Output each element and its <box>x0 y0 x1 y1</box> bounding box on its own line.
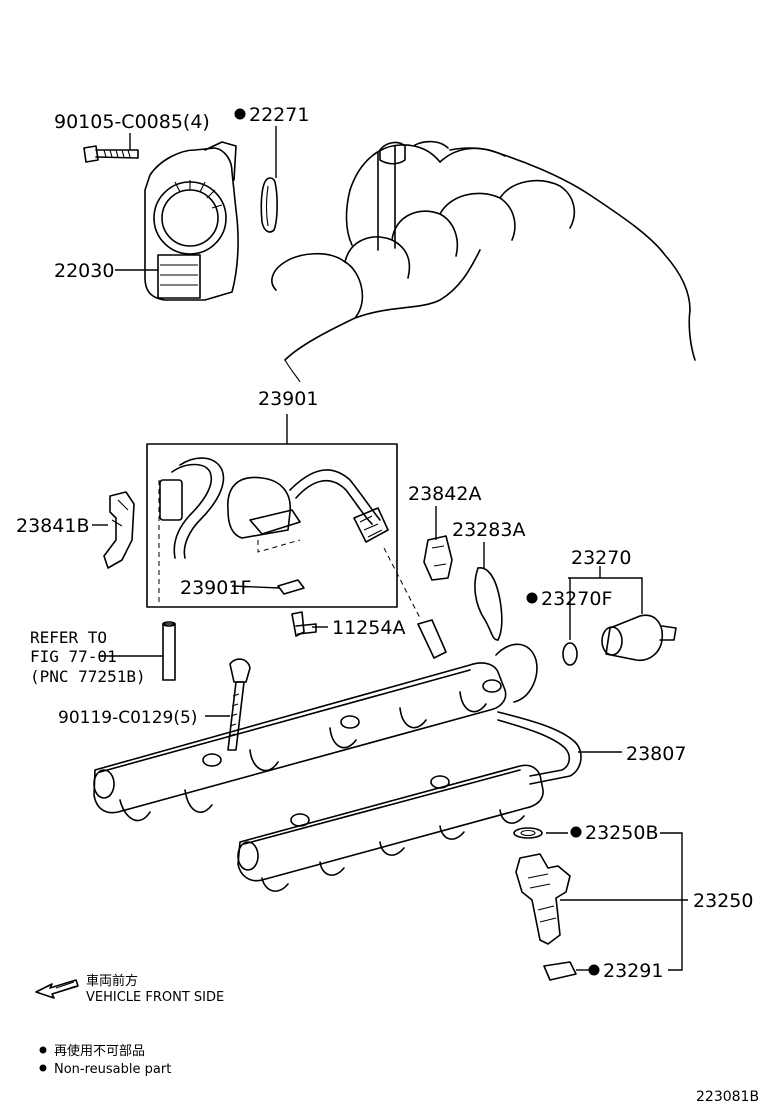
fuel-pipe <box>497 711 582 785</box>
wire-clip-23283a <box>474 567 503 641</box>
non-reusable-dot <box>570 826 582 838</box>
non-reusable-dot <box>526 592 538 604</box>
leader-lines <box>92 126 688 971</box>
legend-jp: 再使用不可部品 <box>54 1043 145 1059</box>
clamp-23842a <box>423 535 453 581</box>
throttle-gasket <box>260 177 278 233</box>
refer-line-3: (PNC 77251B) <box>30 667 146 686</box>
callout-23250b: 23250B <box>585 822 658 844</box>
legend-dot-icon <box>39 1064 47 1072</box>
callout-23842a: 23842A <box>408 483 481 505</box>
fuel-rail-lower <box>237 764 544 892</box>
callout-90119-c0129: 90119-C0129(5) <box>58 708 197 728</box>
callout-23270: 23270 <box>571 547 631 569</box>
rail-bolt <box>227 658 251 751</box>
callout-23841b: 23841B <box>16 515 89 537</box>
callout-22030: 22030 <box>54 260 114 282</box>
callout-22271: 22271 <box>249 104 309 126</box>
direction-jp: 車両前方 <box>86 973 138 989</box>
throttle-body <box>144 141 239 301</box>
non-reusable-dot <box>588 964 600 976</box>
union-bolt <box>291 611 317 637</box>
non-reusable-dot <box>234 108 246 120</box>
pulsation-damper <box>562 614 677 666</box>
callout-23250: 23250 <box>693 890 753 912</box>
throttle-bolt <box>83 145 139 163</box>
refer-line-1: REFER TO <box>30 628 107 647</box>
callout-90105-c0085: 90105-C0085(4) <box>54 111 210 133</box>
bracket-23841b <box>103 491 135 569</box>
direction-en: VEHICLE FRONT SIDE <box>86 990 224 1005</box>
callout-23291: 23291 <box>603 960 663 982</box>
legend-en: Non-reusable part <box>54 1062 171 1077</box>
callout-11254a: 11254A <box>332 617 405 639</box>
legend-dot-icon <box>39 1046 47 1054</box>
callout-23901f: 23901F <box>180 577 251 599</box>
refer-line-2: FIG 77-01 <box>30 647 117 666</box>
vehicle-front-arrow <box>35 979 79 999</box>
refer-pipe <box>162 621 176 681</box>
hose-assembly <box>159 457 389 595</box>
intake-manifold <box>271 140 696 383</box>
illustration-code: 223081B <box>696 1089 759 1105</box>
callout-23901: 23901 <box>258 388 318 410</box>
callout-23283a: 23283A <box>452 519 525 541</box>
callout-23807: 23807 <box>626 743 686 765</box>
hose-assy-box <box>146 443 398 608</box>
fuel-rail-upper <box>93 619 538 822</box>
callout-23270f: 23270F <box>541 588 612 610</box>
injector-group <box>513 827 577 981</box>
